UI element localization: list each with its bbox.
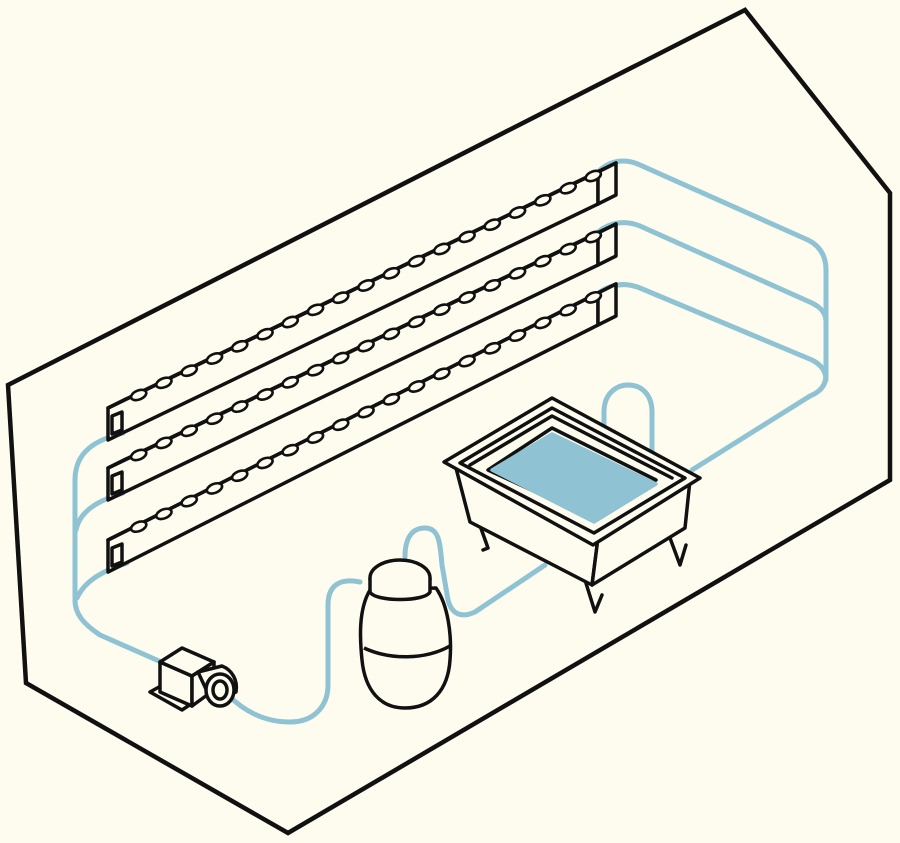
grow-channel-middle	[106, 222, 618, 502]
plant-hole	[533, 316, 552, 330]
plant-hole	[432, 303, 451, 317]
plant-hole	[533, 254, 552, 268]
plant-hole	[205, 481, 224, 495]
plant-hole	[154, 507, 173, 521]
filter-band	[363, 644, 451, 659]
plant-hole	[230, 339, 249, 353]
plant-hole	[407, 380, 426, 393]
pump-outlet-inner	[211, 679, 229, 701]
plant-hole	[154, 376, 173, 390]
plant-hole	[407, 315, 426, 329]
plant-hole	[205, 352, 224, 365]
plant-hole	[357, 279, 375, 292]
plant-hole	[230, 469, 249, 483]
plant-hole	[281, 375, 300, 389]
plant-hole	[180, 424, 199, 438]
plant-hole	[382, 327, 401, 341]
plant-hole	[154, 436, 173, 450]
return-pipe-top	[595, 158, 829, 473]
plant-hole	[180, 494, 199, 508]
tank-overflow-loop	[601, 382, 655, 458]
plant-hole	[508, 266, 527, 280]
plant-hole	[483, 278, 502, 292]
plant-hole	[129, 448, 148, 462]
plant-hole	[483, 341, 502, 355]
pipe-filter-to-tank	[402, 525, 548, 618]
plant-hole	[432, 242, 451, 256]
plant-hole	[483, 218, 502, 232]
pipe-pump-to-filter	[225, 578, 363, 725]
plant-hole	[407, 254, 426, 268]
plant-hole	[382, 266, 401, 280]
filter-body	[358, 586, 453, 710]
grow-channel-bottom-end-cap	[596, 282, 618, 327]
plant-hole	[331, 351, 350, 365]
grow-channels	[106, 161, 618, 574]
tank-leg-front-right	[583, 578, 604, 614]
plant-hole	[559, 242, 578, 256]
plant-hole	[331, 418, 350, 432]
grow-channel-bottom-inlet	[110, 542, 124, 568]
plant-hole	[331, 291, 350, 305]
plant-hole	[230, 400, 249, 414]
plant-hole	[584, 230, 603, 244]
tank-leg-back-right	[668, 536, 688, 567]
filter-canister	[358, 558, 453, 710]
plant-hole	[180, 364, 199, 378]
plant-hole	[559, 303, 578, 317]
plant-hole	[584, 169, 603, 183]
plant-hole	[508, 206, 527, 219]
supply-pipe-main	[72, 430, 171, 668]
plant-hole	[281, 315, 300, 329]
grow-channel-top	[106, 161, 618, 442]
reservoir-tank	[442, 396, 702, 614]
grow-channel-middle-inlet	[110, 470, 124, 496]
grow-channel-top-inlet	[110, 410, 124, 436]
plant-hole	[256, 327, 274, 341]
plant-hole	[382, 392, 401, 406]
plant-hole	[256, 456, 274, 470]
plant-hole	[129, 520, 148, 534]
plant-hole	[357, 339, 375, 353]
plant-hole	[357, 405, 375, 419]
plant-hole	[256, 388, 274, 401]
plant-hole	[129, 388, 148, 402]
plant-hole	[458, 354, 476, 368]
plant-hole	[281, 443, 300, 457]
plant-hole	[306, 431, 325, 444]
plant-hole	[458, 230, 476, 244]
pump	[148, 646, 239, 712]
plant-hole	[205, 412, 224, 426]
filter-cap-side	[368, 578, 432, 602]
grow-channel-bottom	[106, 282, 618, 574]
plant-hole	[306, 303, 325, 317]
tank-water	[490, 432, 658, 524]
plant-hole	[306, 363, 325, 377]
plant-hole	[432, 367, 451, 381]
enclosure-outline	[5, 7, 893, 836]
plant-hole	[559, 181, 578, 195]
plant-hole	[508, 329, 527, 343]
grow-channel-middle-end-cap	[596, 222, 618, 267]
plant-hole	[584, 290, 603, 304]
grow-channel-top-end-cap	[596, 161, 618, 206]
tank-back-edge	[468, 414, 674, 480]
plant-hole	[458, 291, 476, 304]
plant-hole	[533, 193, 552, 207]
